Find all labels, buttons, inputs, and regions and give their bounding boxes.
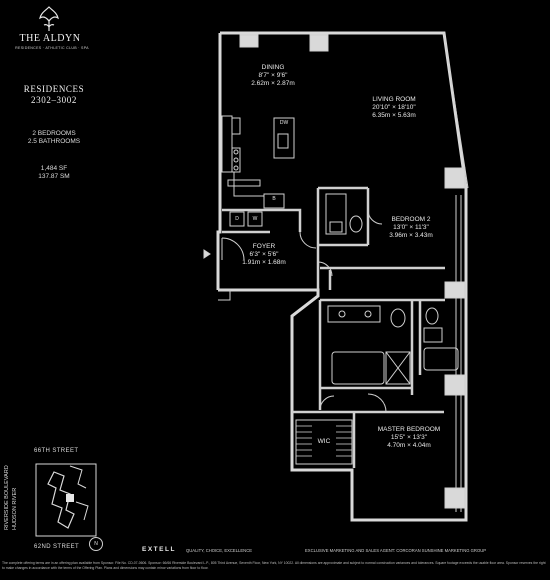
washer-label: W — [252, 216, 258, 222]
area-sm: 137.87 SM — [38, 173, 70, 180]
unit-title: RESIDENCES 2302–3002 — [4, 84, 104, 106]
master-name: MASTER BEDROOM — [377, 426, 441, 433]
room-foyer: FOYER 6'3" × 5'6" 1.91m × 1.68m — [234, 243, 294, 267]
brand-tagline: RESIDENCES · ATHLETIC CLUB · SPA — [15, 46, 89, 50]
room-living: LIVING ROOM 20'10" × 18'10" 6.35m × 5.63… — [354, 96, 434, 120]
exterior-wall-left — [216, 33, 222, 290]
exterior-wall — [218, 31, 468, 522]
bedroom2-name: BEDROOM 2 — [391, 216, 431, 223]
dishwasher-label: DW — [279, 120, 289, 126]
dryer-label: D — [235, 216, 239, 222]
unit-title-line2: 2302–3002 — [31, 95, 77, 105]
room-bedroom2: BEDROOM 2 13'0" × 11'3" 3.96m × 3.43m — [374, 216, 448, 240]
living-metric: 6.35m × 5.63m — [372, 112, 416, 119]
site-key-map — [35, 463, 97, 537]
room-dining: DINING 8'7" × 9'6" 2.62m × 2.87m — [238, 64, 308, 88]
foyer-metric: 1.91m × 1.68m — [242, 259, 286, 266]
unit-location-marker — [66, 494, 74, 502]
foyer-imperial: 6'3" × 5'6" — [249, 251, 279, 258]
unit-specs: 2 BEDROOMS 2.5 BATHROOMS — [4, 130, 104, 146]
bedroom2-imperial: 13'0" × 11'3" — [393, 224, 429, 231]
living-imperial: 20'10" × 18'10" — [372, 104, 416, 111]
developer-logo: EXTELL — [142, 546, 176, 553]
unit-title-line1: RESIDENCES — [23, 84, 85, 94]
area-sf: 1,484 SF — [40, 165, 68, 172]
bedroom-count: 2 BEDROOMS — [32, 130, 76, 137]
compass-icon: N — [89, 537, 103, 551]
living-name: LIVING ROOM — [372, 96, 416, 103]
marketing-agent: EXCLUSIVE MARKETING AND SALES AGENT: COR… — [305, 548, 487, 553]
unit-area: 1,484 SF 137.87 SM — [4, 165, 104, 181]
dining-metric: 2.62m × 2.87m — [251, 80, 295, 87]
dining-name: DINING — [261, 64, 285, 71]
developer-tagline: QUALITY, CHOICE, EXCELLENCE — [186, 548, 253, 553]
top-street-label: 66TH STREET — [34, 448, 79, 454]
legal-disclaimer: The complete offering terms are in an of… — [2, 561, 546, 570]
bedroom2-metric: 3.96m × 3.43m — [389, 232, 433, 239]
aldyn-logo-icon — [39, 6, 59, 31]
foyer-name: FOYER — [252, 243, 276, 250]
room-master: MASTER BEDROOM 15'5" × 13'3" 4.70m × 4.0… — [364, 426, 454, 450]
bathroom-count: 2.5 BATHROOMS — [27, 138, 81, 145]
dining-imperial: 8'7" × 9'6" — [258, 72, 288, 79]
bottom-street-label: 62ND STREET — [34, 544, 80, 550]
brand-name: THE ALDYN — [19, 33, 81, 44]
master-imperial: 15'5" × 13'3" — [390, 434, 428, 441]
room-wic: WIC — [317, 438, 331, 445]
bar-label: B — [272, 196, 276, 202]
master-metric: 4.70m × 4.04m — [387, 442, 431, 449]
